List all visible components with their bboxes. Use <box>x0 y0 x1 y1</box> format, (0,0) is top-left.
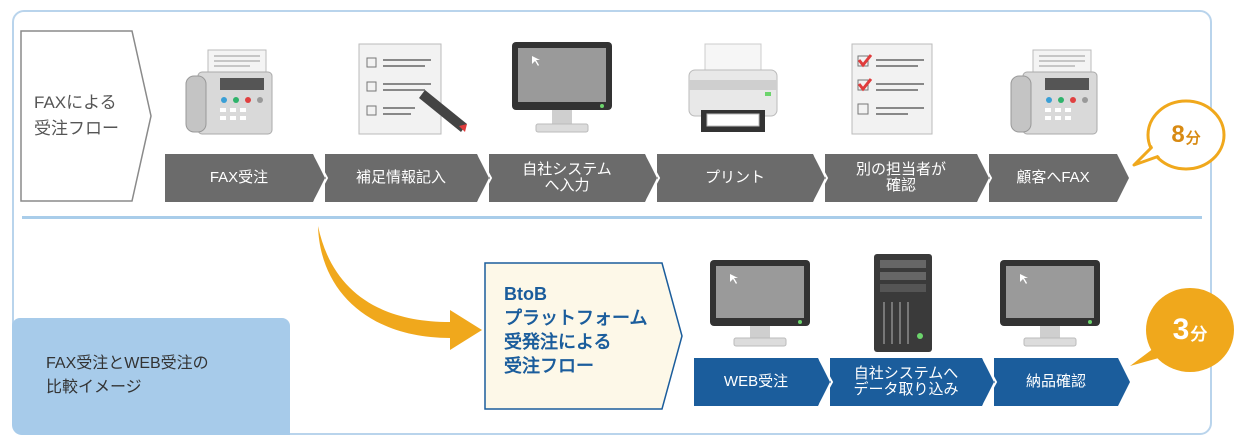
web-label-frame <box>484 262 683 410</box>
fax-step-3: 自社システム へ入力 <box>489 154 645 202</box>
fax-step-bar: FAX受注 補足情報記入 自社システム へ入力 プリント 別の担当者が 確認 顧… <box>165 154 1130 202</box>
fax-machine-icon <box>185 49 273 135</box>
fax-flow-label-text: FAXによる 受注フロー <box>34 93 119 138</box>
monitor-icon <box>512 42 612 133</box>
fax-step-6: 顧客へFAX <box>989 154 1117 202</box>
web-time-bubble-shape <box>1130 288 1234 372</box>
server-tower-icon <box>874 254 932 352</box>
monitor-icon <box>710 260 810 347</box>
fax-step-4: プリント <box>657 154 813 202</box>
web-step-1: WEB受注 <box>694 358 818 406</box>
web-step-3: 納品確認 <box>994 358 1118 406</box>
form-pen-icon <box>358 43 467 135</box>
fax-flow-label: FAXによる 受注フロー <box>20 30 152 202</box>
fax-time-bubble: 8 分 <box>1150 110 1222 160</box>
fax-time-value: 8 <box>1171 121 1185 148</box>
fax-time-bubble-shape <box>1132 99 1226 171</box>
web-flow-label-text: BtoB プラットフォーム 受発注による 受注フロー <box>504 284 648 376</box>
fax-label-frame <box>20 30 152 202</box>
comparison-label-text: FAX受注とWEB受注の 比較イメージ <box>46 355 209 396</box>
printer-icon <box>688 43 778 132</box>
web-time-value: 3 <box>1172 313 1190 346</box>
web-time-bubble: 3 分 <box>1148 302 1232 358</box>
comparison-label-box: FAX受注とWEB受注の 比較イメージ <box>12 318 290 435</box>
fax-step-1: FAX受注 <box>165 154 313 202</box>
fax-step-5: 別の担当者が 確認 <box>825 154 977 202</box>
section-divider <box>22 216 1202 219</box>
web-step-chevrons <box>818 358 1130 406</box>
web-flow-label: BtoB プラットフォーム 受発注による 受注フロー <box>484 262 684 410</box>
web-time-unit: 分 <box>1190 324 1208 344</box>
curved-arrow-icon <box>318 226 482 350</box>
fax-time-unit: 分 <box>1185 129 1201 147</box>
fax-step-2: 補足情報記入 <box>325 154 477 202</box>
fax-step-chevrons <box>313 154 1129 202</box>
web-step-bar: WEB受注 自社システムへ データ取り込み 納品確認 <box>694 358 1132 406</box>
checklist-icon <box>851 43 933 135</box>
fax-machine-icon <box>1010 49 1098 135</box>
monitor-icon <box>1000 260 1100 347</box>
web-step-2: 自社システムへ データ取り込み <box>830 358 982 406</box>
